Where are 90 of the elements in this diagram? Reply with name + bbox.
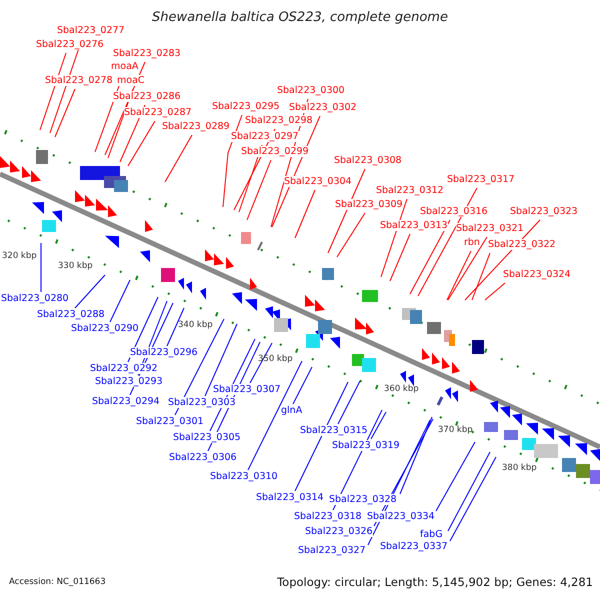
gene-label: Sbal223_0280 <box>1 293 69 304</box>
gene-label: Sbal223_0303 <box>168 397 236 408</box>
gene-label: Sbal223_0316 <box>420 206 488 217</box>
gene-label: glnA <box>281 405 302 416</box>
gene-label: Sbal223_0302 <box>289 102 357 113</box>
leader-line <box>450 456 496 542</box>
gene-label: Sbal223_0319 <box>332 440 400 451</box>
leader-line <box>174 318 224 416</box>
gene-label: Sbal223_0315 <box>300 425 368 436</box>
gene-label: Sbal223_0306 <box>169 452 237 463</box>
gene-label: Sbal223_0318 <box>294 511 362 522</box>
gene-label: Sbal223_0323 <box>510 206 578 217</box>
position-label: 330 kbp <box>58 261 93 272</box>
gene-label: Sbal223_0307 <box>213 384 281 395</box>
gene-label: Sbal223_0300 <box>277 85 345 96</box>
leader-line <box>370 412 386 440</box>
leader-line <box>484 282 506 300</box>
position-label: 320 kbp <box>2 251 37 262</box>
gene-label: Sbal223_0292 <box>90 363 158 374</box>
gene-label: Sbal223_0337 <box>380 541 448 552</box>
leader-line <box>338 380 360 424</box>
position-label: 360 kbp <box>384 384 419 395</box>
gene-label: Sbal223_0294 <box>92 396 160 407</box>
gene-label: Sbal223_0299 <box>241 146 309 157</box>
leader-line <box>418 188 478 296</box>
gene-label: Sbal223_0304 <box>284 176 352 187</box>
gene-label: Sbal223_0309 <box>335 199 403 210</box>
gene-label: Sbal223_0301 <box>136 416 204 427</box>
gene-label: Sbal223_0296 <box>130 347 198 358</box>
leader-line <box>246 160 272 220</box>
leader-line <box>472 252 490 300</box>
gene-label: Sbal223_0322 <box>488 239 556 250</box>
gene-label: Sbal223_0308 <box>334 155 402 166</box>
leader-line <box>222 114 242 208</box>
leader-line <box>446 250 472 300</box>
gene-label: Sbal223_0317 <box>447 174 515 185</box>
gene-label: fabG <box>420 529 443 540</box>
leader-line <box>164 134 192 182</box>
gene-label: Sbal223_0334 <box>367 511 435 522</box>
leader-line <box>294 382 348 492</box>
gene-label: Sbal223_0277 <box>57 25 125 36</box>
leader-line <box>336 212 366 258</box>
leader-line <box>40 242 42 292</box>
leader-line <box>128 120 156 166</box>
gene-label: Sbal223_0297 <box>231 131 299 142</box>
position-label: 380 kbp <box>502 463 537 474</box>
leader-line <box>328 168 366 254</box>
gene-label: Sbal223_0276 <box>36 39 104 50</box>
leader-line <box>166 308 184 346</box>
leader-line <box>410 220 450 294</box>
gene-label: Sbal223_0283 <box>113 48 181 59</box>
gene-label: Sbal223_0298 <box>245 115 313 126</box>
gene-label: Sbal223_0289 <box>162 121 230 132</box>
gene-label: Sbal223_0290 <box>71 323 139 334</box>
gene-label: Sbal223_0327 <box>298 545 366 556</box>
gene-label: Sbal223_0305 <box>173 432 241 443</box>
gene-label: rbn <box>464 237 480 248</box>
leader-line <box>436 442 476 512</box>
leader-line <box>400 416 432 494</box>
gene-label: Sbal223_0313 <box>380 220 448 231</box>
gene-label: Sbal223_0310 <box>210 471 278 482</box>
gene-label: Sbal223_0286 <box>113 91 181 102</box>
gene-label: Sbal223_0326 <box>305 526 373 537</box>
leader-line <box>390 234 410 282</box>
gene-label: Sbal223_0324 <box>503 269 571 280</box>
leader-line <box>292 366 312 404</box>
gene-label: Sbal223_0288 <box>37 309 105 320</box>
gene-label: Sbal223_0295 <box>212 101 280 112</box>
leader-line <box>204 324 238 396</box>
accession-text: Accession: NC_011663 <box>9 576 106 589</box>
gene-label: moaC <box>117 75 145 86</box>
gene-label: Sbal223_0328 <box>329 494 397 505</box>
leader-line <box>110 280 130 322</box>
leader-line <box>128 296 158 362</box>
gene-label: Sbal223_0314 <box>256 492 324 503</box>
gene-label: Sbal223_0293 <box>95 376 163 387</box>
leader-line <box>294 190 316 238</box>
leader-line <box>248 360 302 470</box>
position-label: 370 kbp <box>438 425 473 436</box>
genome-summary-text: Topology: circular; Length: 5,145,902 bp; Genes: 4,281 <box>277 574 593 590</box>
gene-label: Sbal223_0278 <box>45 75 113 86</box>
leader-line <box>54 88 76 138</box>
position-label: 340 kbp <box>178 320 213 331</box>
gene-label: moaA <box>111 61 138 72</box>
leader-line <box>448 452 490 532</box>
leader-line <box>74 274 106 308</box>
gene-label: Sbal223_0287 <box>124 107 192 118</box>
gene-label: Sbal223_0312 <box>376 185 444 196</box>
gene-label: Sbal223_0321 <box>456 223 524 234</box>
leader-line <box>448 236 488 300</box>
